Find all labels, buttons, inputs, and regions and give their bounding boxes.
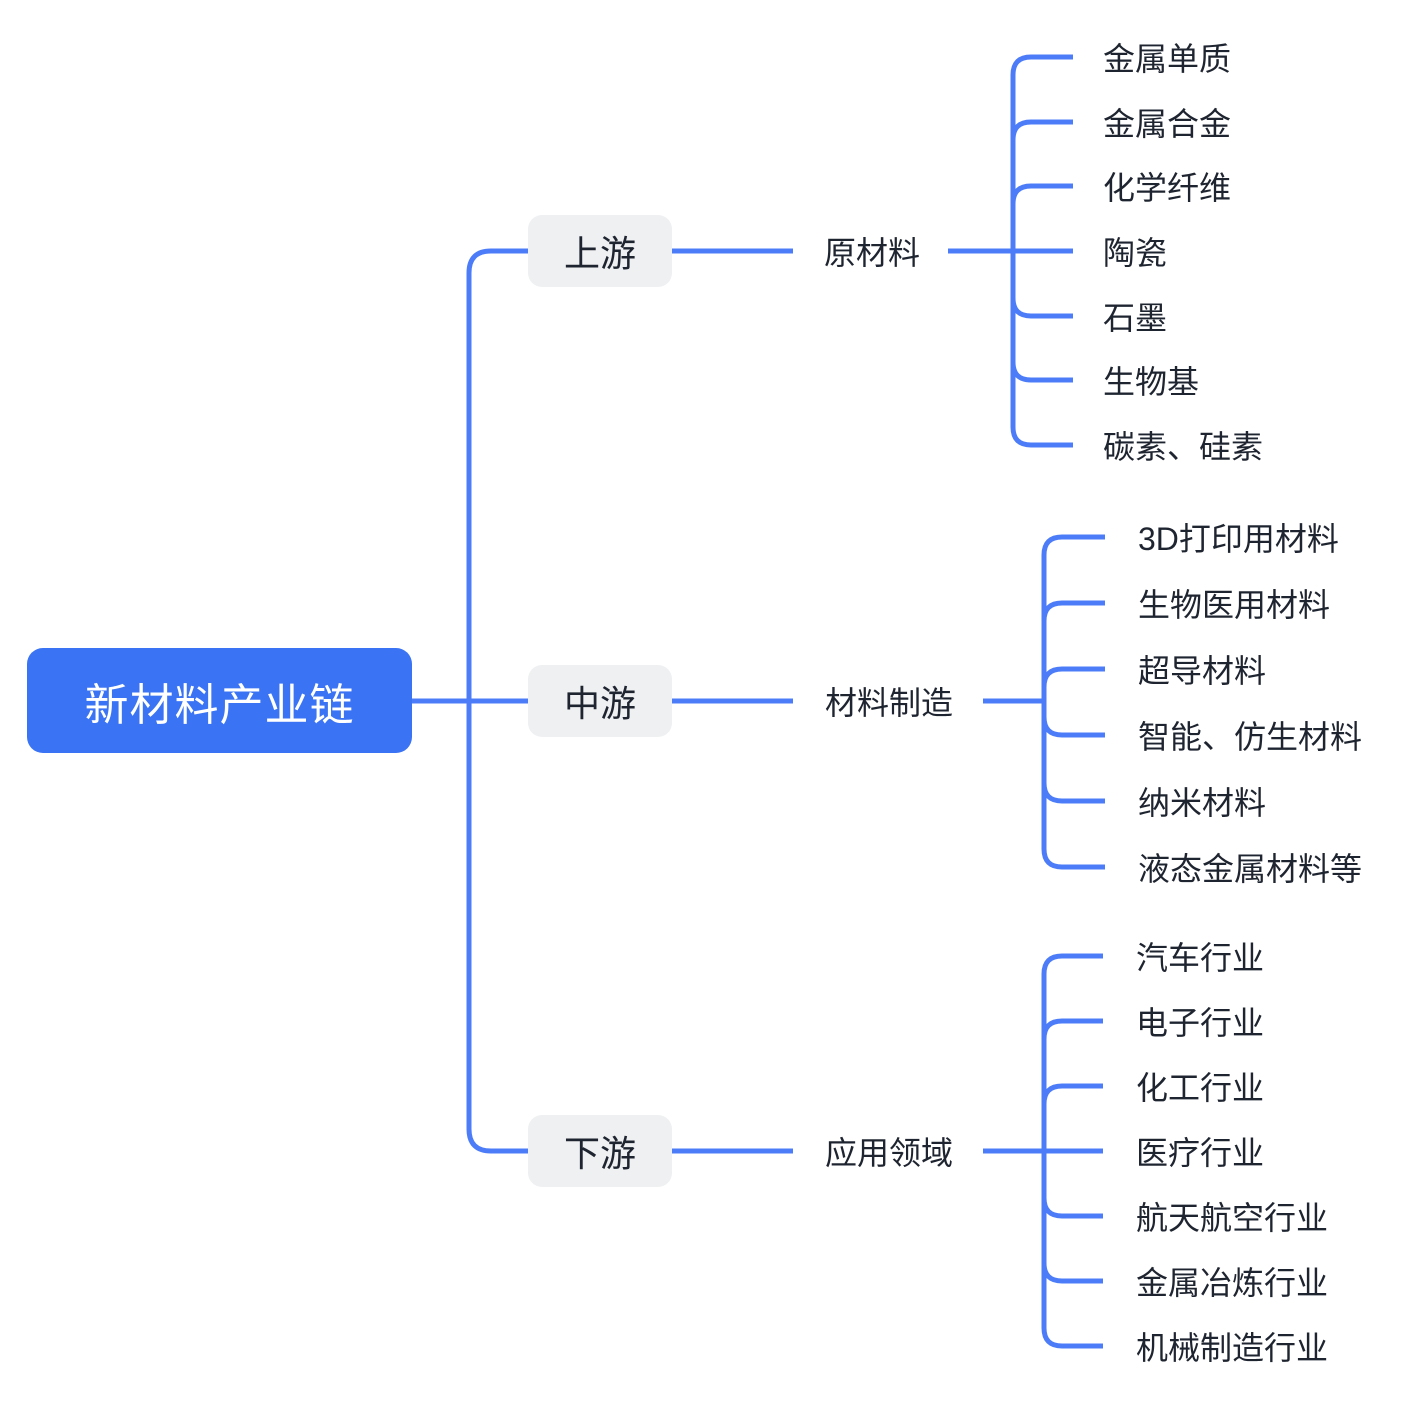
leaf-item[interactable]: 电子行业: [1136, 1005, 1265, 1041]
leaf-item[interactable]: 陶瓷: [1103, 235, 1168, 271]
leaf-item[interactable]: 碳素、硅素: [1103, 429, 1264, 465]
leaf-item[interactable]: 生物基: [1103, 364, 1200, 400]
leaf-item[interactable]: 化学纤维: [1103, 170, 1232, 206]
leaf-item[interactable]: 智能、仿生材料: [1138, 719, 1363, 755]
leaf-item[interactable]: 化工行业: [1136, 1070, 1265, 1106]
leaf-item[interactable]: 生物医用材料: [1138, 587, 1331, 623]
leaf-item[interactable]: 汽车行业: [1136, 940, 1265, 976]
leaf-item[interactable]: 机械制造行业: [1136, 1330, 1329, 1366]
leaf-item[interactable]: 液态金属材料等: [1138, 851, 1363, 887]
branch-node-upstream[interactable]: 上游: [528, 215, 672, 287]
category-label-raw-materials[interactable]: 原材料: [822, 224, 923, 278]
leaf-item[interactable]: 航天航空行业: [1136, 1200, 1329, 1236]
leaf-item[interactable]: 金属冶炼行业: [1136, 1265, 1329, 1301]
category-label-material-manufacturing[interactable]: 材料制造: [823, 674, 956, 728]
leaf-item[interactable]: 3D打印用材料: [1138, 521, 1339, 557]
root-node[interactable]: 新材料产业链: [27, 648, 412, 753]
branch-node-downstream[interactable]: 下游: [528, 1115, 672, 1187]
leaf-item[interactable]: 医疗行业: [1136, 1135, 1265, 1171]
leaf-item[interactable]: 金属单质: [1103, 41, 1232, 77]
connector-trunk: [466, 248, 528, 1154]
leaf-item[interactable]: 超导材料: [1138, 653, 1267, 689]
leaf-item[interactable]: 金属合金: [1103, 106, 1232, 142]
category-label-application-fields[interactable]: 应用领域: [823, 1124, 956, 1178]
branch-node-midstream[interactable]: 中游: [528, 665, 672, 737]
leaf-item[interactable]: 石墨: [1103, 300, 1168, 336]
leaf-item[interactable]: 纳米材料: [1138, 785, 1267, 821]
